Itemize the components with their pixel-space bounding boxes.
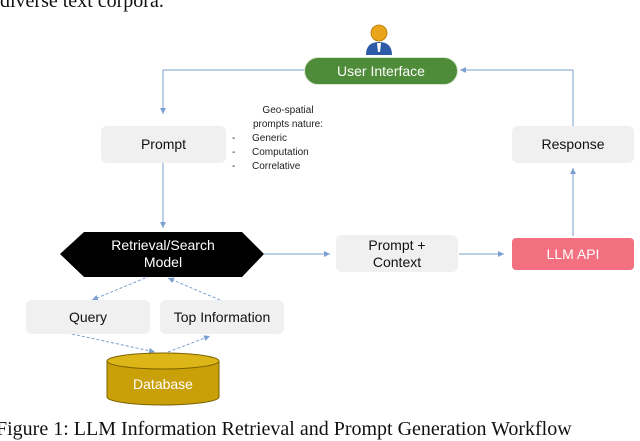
arrow-query-to-database [71,333,156,354]
prompt-context-line2: Context [372,253,422,270]
note-item: -Correlative [232,161,301,172]
note-item: -Computation [232,147,309,158]
note-item-text: Computation [252,147,309,158]
figure-caption: Figure 1: LLM Information Retrieval and … [0,418,572,440]
database-node: Database [133,376,193,392]
arrow-response-to-ui [460,67,574,128]
arrow-topinfo-to-retrieval [167,277,221,301]
prompt-context-node: Prompt + Context [336,235,458,272]
response-node: Response [512,126,634,163]
arrow-retrieval-to-query [91,275,151,301]
prompt-context-line1: Prompt + [368,236,426,253]
note-item-text: Generic [252,133,288,144]
arrow-database-to-topinfo [167,335,211,353]
retrieval-model-node: Retrieval/Search Model [84,234,242,274]
llm-api-node: LLM API [512,238,634,270]
geo-spatial-note: Geo-spatial prompts nature: -Generic -Co… [232,104,344,174]
arrow-ui-to-prompt [160,69,305,114]
note-item-text: Correlative [252,161,301,172]
retrieval-label-line1: Retrieval/Search [111,237,215,253]
note-title-line1: Geo-spatial [262,105,314,116]
retrieval-model-shape [60,232,264,277]
retrieval-label-line2: Model [143,254,183,270]
note-item: -Generic [232,133,288,144]
note-title-line2: prompts nature: [252,119,324,130]
user-interface-node: User Interface [304,57,458,85]
database-cylinder [106,352,220,406]
note-list: -Generic -Computation -Correlative [232,132,344,174]
query-node: Query [26,300,150,334]
prompt-node: Prompt [101,126,226,163]
header-text: diverse text corpora. [0,0,164,12]
user-person-icon [366,24,392,55]
top-information-node: Top Information [160,300,284,334]
